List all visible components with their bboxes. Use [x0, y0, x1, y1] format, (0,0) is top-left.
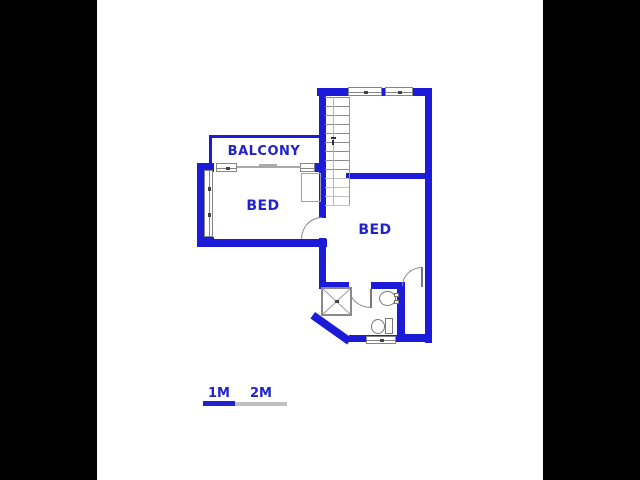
wall-balcony-top	[209, 135, 326, 138]
wall-band-right-block	[314, 163, 326, 172]
shower-fixture	[321, 287, 352, 316]
letterbox-left	[0, 0, 97, 480]
window-bath-bottom	[366, 336, 396, 344]
window-west-wall	[204, 170, 213, 237]
scale-bar-gray	[235, 402, 287, 406]
wall-closet-bottom	[405, 334, 432, 342]
scale-label-1m: 1M	[208, 386, 230, 401]
wall-leftbed-bottom	[197, 239, 327, 247]
sink-tap-2	[394, 300, 399, 304]
window-top-2	[385, 87, 413, 96]
wall-right-exterior	[425, 88, 432, 343]
letterbox-right	[543, 0, 640, 480]
wall-bath-closet-divider	[397, 287, 405, 342]
wall-below-door	[319, 238, 326, 289]
wall-bath-top-right	[371, 282, 405, 289]
balcony-label: BALCONY	[227, 144, 301, 159]
wall-west-bottom-corner	[197, 237, 214, 247]
scale-bar-blue	[203, 401, 235, 406]
window-top-1	[348, 87, 382, 96]
window-balcony-band-2	[300, 163, 315, 172]
wall-balcony-left	[209, 135, 212, 165]
window-balcony-band-1	[216, 163, 237, 172]
staircase	[325, 97, 350, 206]
wall-bath-top-left	[319, 282, 349, 289]
staircase-up-mark	[331, 137, 336, 139]
staircase-up-mark-2	[332, 140, 334, 145]
wall-west-exterior	[197, 163, 205, 247]
toilet-bowl-fixture	[371, 319, 385, 334]
scale-label-2m: 2M	[250, 386, 272, 401]
wall-stairwell-left	[319, 88, 326, 218]
sink-fixture	[379, 291, 396, 306]
wall-mid-divider	[346, 173, 432, 179]
cupboard-outline	[301, 173, 321, 202]
staircase-right-edge	[349, 97, 350, 205]
toilet-tank-fixture	[385, 318, 393, 334]
wall-west-top-corner	[197, 163, 214, 172]
bed-right-label: BED	[358, 222, 392, 238]
sink-tap-1	[394, 293, 399, 297]
staircase-guide-line	[333, 97, 334, 205]
balcony-sill-center	[259, 164, 277, 168]
door-leaf-bathroom	[370, 289, 372, 308]
bed-left-label: BED	[246, 198, 280, 214]
door-leaf-closet	[421, 267, 423, 287]
